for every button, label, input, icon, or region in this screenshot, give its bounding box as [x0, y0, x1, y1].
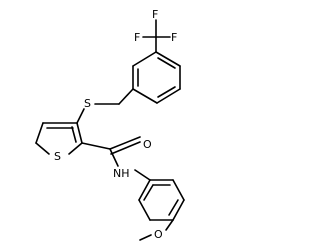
bond [132, 88, 158, 104]
atom-f-left: F [134, 31, 140, 44]
bond [132, 51, 157, 67]
double-bond-inner [71, 126, 77, 143]
bond [35, 142, 50, 155]
bond-o-methyl [139, 234, 152, 241]
bond [172, 179, 185, 201]
phenyl-ring-cf3 [132, 51, 181, 104]
atom-f-top: F [152, 8, 158, 21]
atom-nh: NH [113, 167, 130, 180]
double-bond-inner [143, 184, 154, 201]
double-bond-inner [157, 86, 176, 98]
atom-f-right: F [171, 31, 177, 44]
bond [76, 122, 83, 144]
atom-s-ring: S [54, 150, 61, 163]
bond-s-thiophene [76, 108, 85, 124]
bond [35, 122, 44, 144]
bond [68, 142, 83, 155]
bond-carbonyl-o-double [110, 141, 141, 155]
bond [155, 51, 181, 67]
atom-o-methoxy: O [154, 228, 163, 241]
double-bond-inner [157, 57, 176, 69]
trifluoromethyl-group [142, 19, 171, 53]
bond [138, 199, 151, 221]
phenyl-ring-methoxy [138, 179, 185, 221]
double-bond-inner [168, 199, 179, 216]
bond [172, 199, 185, 221]
thiophene-ring [35, 122, 83, 155]
bond-ring-ch2 [118, 88, 134, 105]
bond-n-phenyl [134, 169, 151, 181]
atom-s-thioether: S [84, 97, 91, 110]
chemical-structure: F F F S S O NH O [35, 8, 185, 241]
bond-carbonyl-o [109, 136, 141, 150]
bond [138, 179, 151, 201]
bond [156, 88, 181, 104]
bond-ring-o-methoxy [165, 219, 174, 231]
bond-carbonyl-n [109, 148, 119, 167]
atom-o-carbonyl: O [143, 138, 152, 151]
bond-thiophene-carbonyl [81, 142, 111, 150]
